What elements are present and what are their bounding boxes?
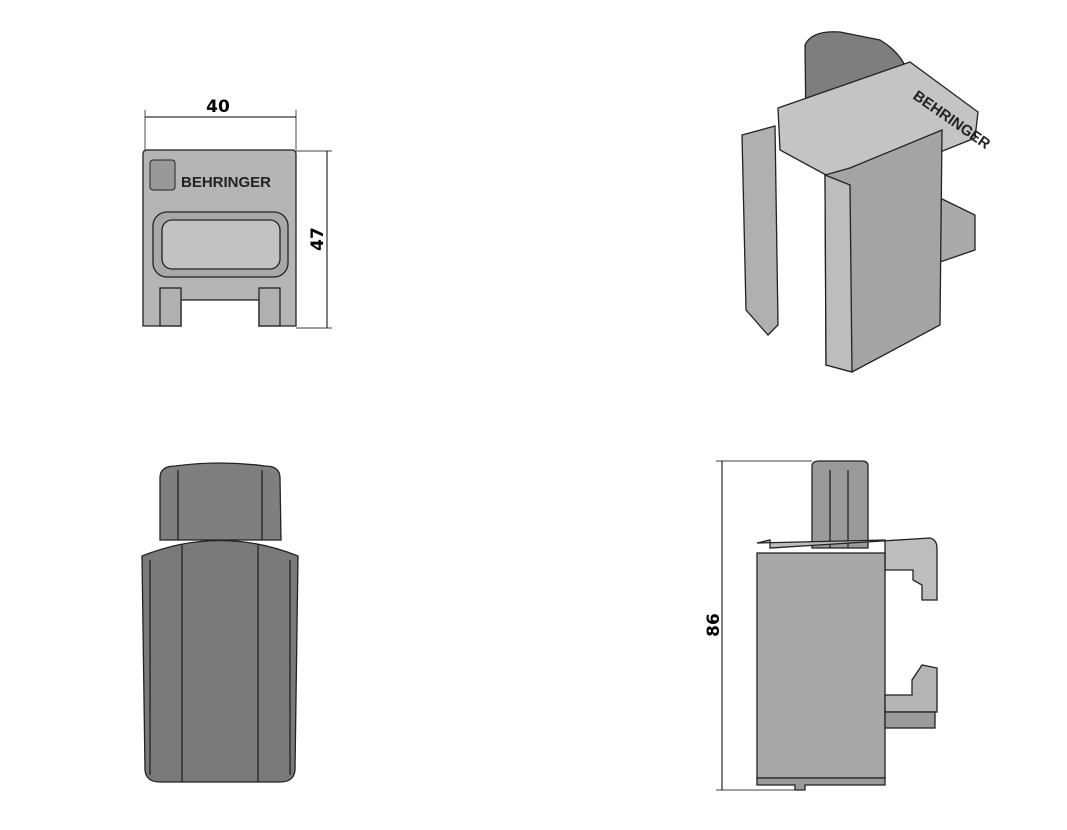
- side-view-knob: [811, 460, 869, 549]
- iso-edge-face: [824, 174, 853, 373]
- lower-hook: [884, 664, 938, 713]
- left-foot: [159, 287, 182, 327]
- width-dimension-label: 40: [206, 97, 230, 117]
- height-dimension-label: 47: [308, 227, 328, 251]
- top-flange: [756, 537, 938, 601]
- top-view: [141, 462, 299, 783]
- side-body: [756, 552, 886, 779]
- top-view-knob: [159, 462, 282, 541]
- length-dimension-label: 86: [704, 613, 724, 637]
- side-rail: [741, 125, 779, 336]
- logo-icon: [149, 159, 176, 191]
- grip-recess: [161, 219, 281, 270]
- brand-logo: BEHRINGER: [181, 174, 271, 191]
- isometric-view: BEHRINGER: [741, 31, 993, 373]
- side-view: 86: [704, 460, 938, 791]
- lower-tab: [884, 711, 936, 729]
- right-foot: [258, 287, 281, 327]
- iso-hook: [939, 196, 976, 263]
- front-view: 40 47 BEHRINGER: [142, 97, 332, 329]
- top-view-body: [141, 539, 299, 783]
- bottom-flange: [756, 777, 886, 791]
